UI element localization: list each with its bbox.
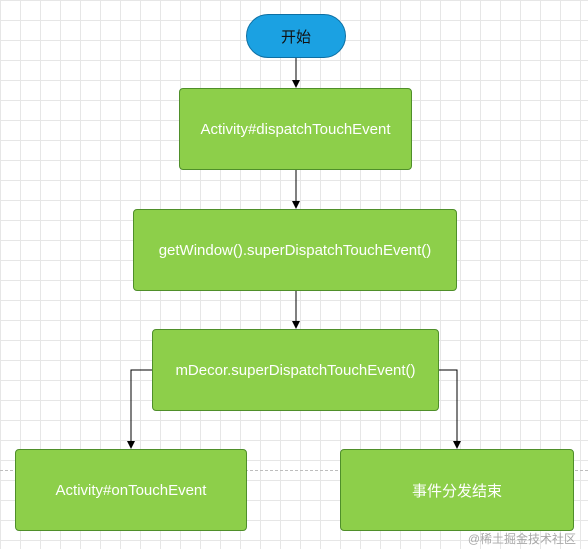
start-terminal: 开始: [246, 14, 346, 58]
dispatch-touch-event-label: Activity#dispatchTouchEvent: [200, 120, 391, 138]
decor-super-dispatch-step: mDecor.superDispatchTouchEvent(): [152, 329, 439, 411]
dispatch-touch-event-step: Activity#dispatchTouchEvent: [179, 88, 412, 170]
page-break-line: [0, 470, 588, 471]
dispatch-end-label: 事件分发结束: [411, 482, 502, 500]
arrow-decor-to-ontouchevent: [127, 369, 152, 449]
start-label: 开始: [280, 28, 311, 46]
watermark: @稀土掘金技术社区: [467, 532, 576, 546]
dispatch-end-step: 事件分发结束: [340, 449, 574, 531]
on-touch-event-label: Activity#onTouchEvent: [55, 481, 207, 499]
on-touch-event-step: Activity#onTouchEvent: [15, 449, 247, 531]
window-super-dispatch-label: getWindow().superDispatchTouchEvent(): [158, 241, 432, 259]
decor-super-dispatch-label: mDecor.superDispatchTouchEvent(): [175, 361, 416, 379]
arrow-decor-to-end: [439, 369, 461, 449]
window-super-dispatch-step: getWindow().superDispatchTouchEvent(): [133, 209, 457, 291]
